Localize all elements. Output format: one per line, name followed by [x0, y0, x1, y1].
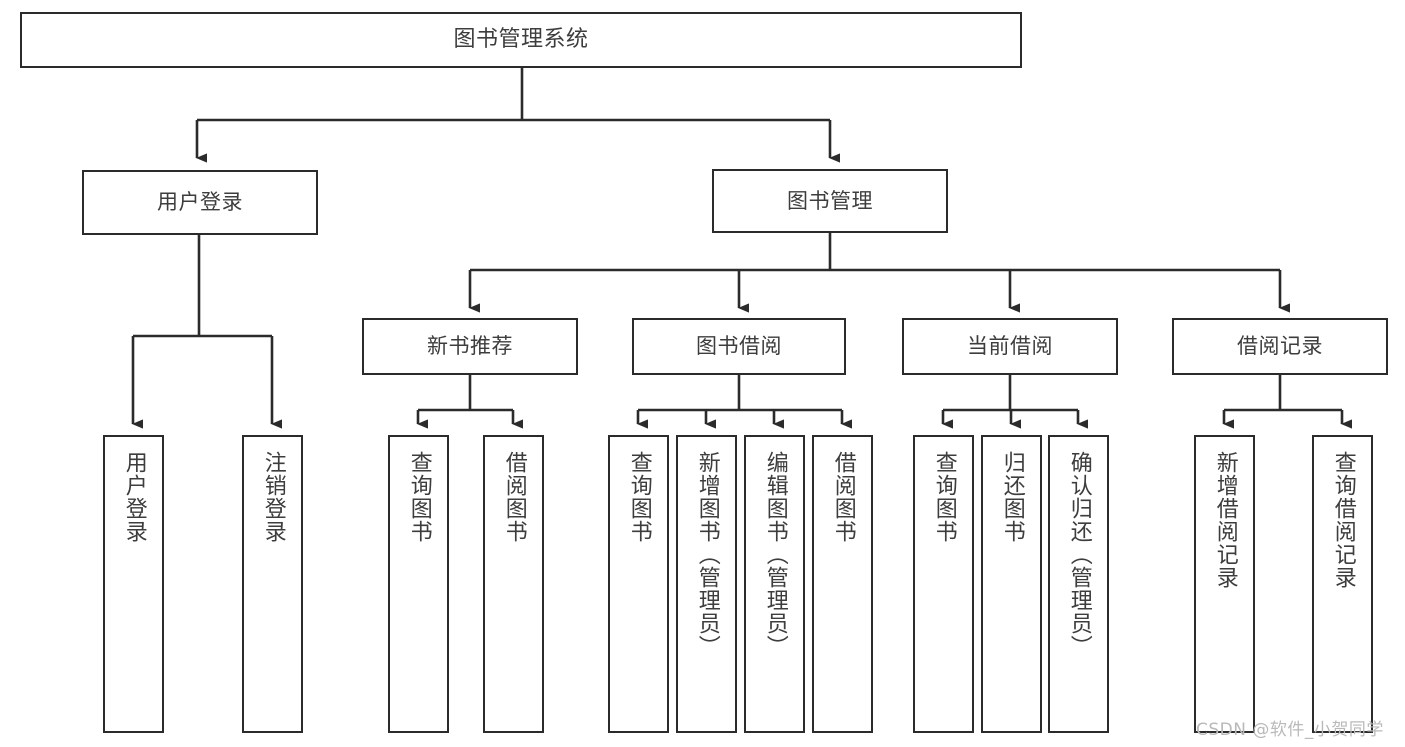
node-current-borrow[interactable]: 当前借阅	[902, 318, 1118, 375]
node-label: 查询借阅记录	[1330, 451, 1356, 589]
leaf-borrow-book-recommend[interactable]: 借阅图书	[483, 435, 544, 733]
node-root-library-management-system[interactable]: 图书管理系统	[20, 12, 1022, 68]
leaf-add-borrow-record[interactable]: 新增借阅记录	[1194, 435, 1255, 733]
node-label: 归还图书	[999, 451, 1025, 543]
csdn-watermark: CSDN @软件_小贺同学	[1196, 720, 1384, 740]
node-label: 图书管理系统	[453, 27, 589, 53]
node-book-borrow[interactable]: 图书借阅	[632, 318, 846, 375]
node-label: 注销登录	[260, 451, 286, 543]
node-label: 图书借阅	[696, 334, 782, 359]
leaf-query-book-current[interactable]: 查询图书	[913, 435, 974, 733]
node-label: 图书管理	[787, 188, 873, 213]
node-label: 编辑图书（管理员）	[762, 451, 788, 658]
node-label: 查询图书	[626, 451, 652, 543]
node-label: 借阅图书	[501, 451, 527, 543]
node-label: 新增图书（管理员）	[694, 451, 720, 658]
leaf-return-book[interactable]: 归还图书	[981, 435, 1042, 733]
leaf-add-book-admin[interactable]: 新增图书（管理员）	[676, 435, 737, 733]
leaf-logout[interactable]: 注销登录	[242, 435, 303, 733]
leaf-user-login[interactable]: 用户登录	[103, 435, 164, 733]
node-user-login[interactable]: 用户登录	[82, 170, 318, 235]
node-label: 确认归还（管理员）	[1066, 451, 1092, 658]
node-book-management[interactable]: 图书管理	[712, 169, 948, 233]
node-label: 借阅图书	[830, 451, 856, 543]
node-label: 用户登录	[121, 451, 147, 543]
node-label: 查询图书	[931, 451, 957, 543]
node-label: 借阅记录	[1237, 334, 1323, 359]
node-new-book-recommend[interactable]: 新书推荐	[362, 318, 578, 375]
leaf-edit-book-admin[interactable]: 编辑图书（管理员）	[744, 435, 805, 733]
leaf-borrow-book[interactable]: 借阅图书	[812, 435, 873, 733]
node-label: 新增借阅记录	[1212, 451, 1238, 589]
node-label: 当前借阅	[967, 334, 1053, 359]
leaf-confirm-return-admin[interactable]: 确认归还（管理员）	[1048, 435, 1109, 733]
leaf-query-borrow-record[interactable]: 查询借阅记录	[1312, 435, 1373, 733]
leaf-query-book-recommend[interactable]: 查询图书	[388, 435, 449, 733]
node-label: 用户登录	[157, 190, 243, 215]
node-label: 新书推荐	[427, 334, 513, 359]
node-borrow-record[interactable]: 借阅记录	[1172, 318, 1388, 375]
node-label: 查询图书	[406, 451, 432, 543]
leaf-query-book-borrow[interactable]: 查询图书	[608, 435, 669, 733]
